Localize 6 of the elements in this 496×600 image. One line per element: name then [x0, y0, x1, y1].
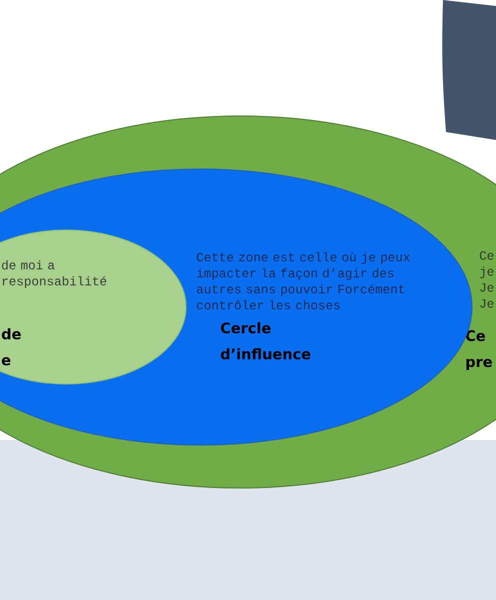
zone-title: Cercle d’influence [220, 322, 310, 360]
zone-description: de moi a responsabilité [2, 260, 106, 288]
zone-title: Ce pre [466, 330, 492, 370]
zone-title: de e [2, 328, 21, 366]
zone-description: Cette zone est celle où je peux impacter la façon d’agir des autres sans pouvoir Forcément contrôler les choses [196, 252, 410, 310]
zone-description: Ce je Je Je [480, 251, 494, 308]
